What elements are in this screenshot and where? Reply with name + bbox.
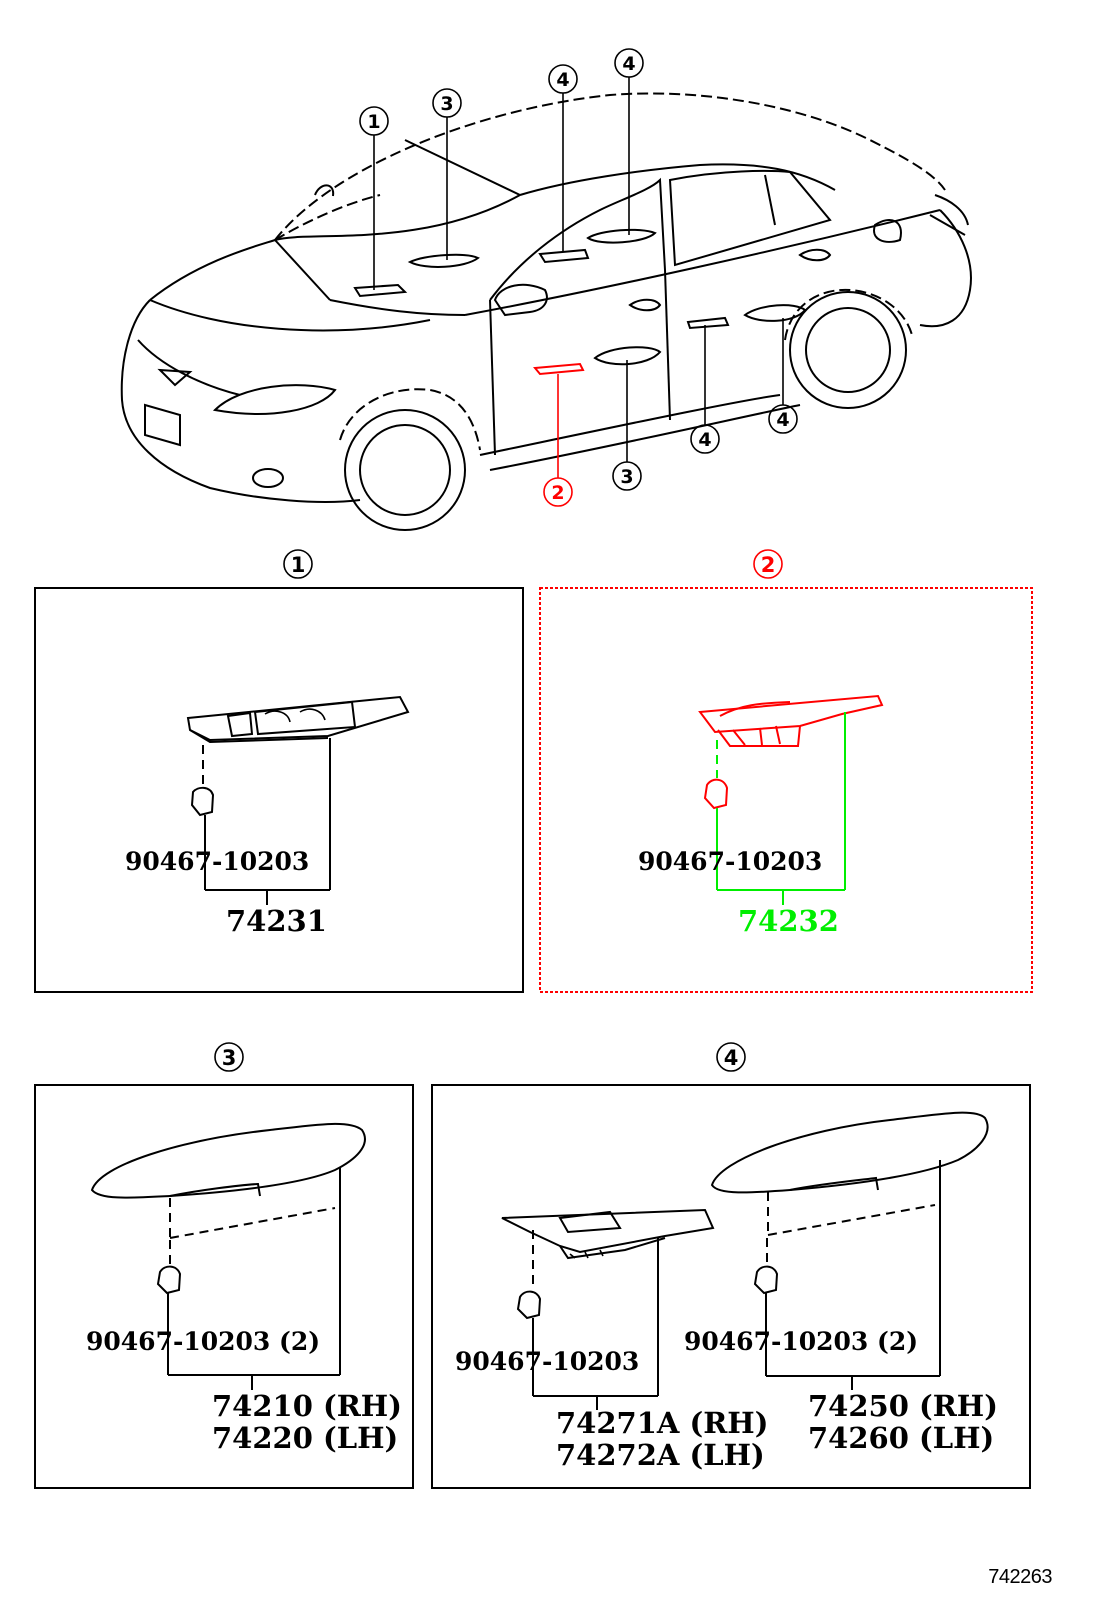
svg-text:2: 2 bbox=[551, 482, 564, 504]
callout-4-bottom-a[interactable]: 4 bbox=[690, 424, 720, 454]
panel-4-frame bbox=[431, 1084, 1031, 1489]
callout-4-top-b[interactable]: 4 bbox=[614, 48, 644, 78]
panel-4-assembly-b-part-number-rh[interactable]: 74250 (RH) bbox=[808, 1389, 998, 1423]
panel-4-assembly-a-part-number-lh[interactable]: 74272A (LH) bbox=[556, 1438, 765, 1472]
panel-4-clip-part-number-a[interactable]: 90467-10203 bbox=[455, 1347, 639, 1376]
panel-4-number: 4 bbox=[724, 1046, 739, 1070]
panel-2: 2 90467-10203 74232 bbox=[539, 549, 1033, 993]
panel-4-number-circle bbox=[716, 1042, 746, 1072]
panel-3-armrest-part[interactable] bbox=[90, 1122, 366, 1199]
panel-2-clip-part[interactable] bbox=[703, 778, 729, 810]
svg-text:4: 4 bbox=[776, 409, 789, 431]
panel-4-clip-part-b[interactable] bbox=[753, 1265, 779, 1295]
callout-3-bottom[interactable]: 3 bbox=[612, 461, 642, 491]
panel-1-number: 1 bbox=[291, 553, 306, 577]
panel-2-switch-bezel-part[interactable] bbox=[698, 694, 884, 747]
panel-1-clip-part-number[interactable]: 90467-10203 bbox=[125, 847, 309, 876]
panel-1: 1 90467-10203 74231 bbox=[34, 549, 524, 993]
panel-3-clip-part-number[interactable]: 90467-10203 (2) bbox=[86, 1327, 320, 1356]
panel-3-assembly-part-number-lh[interactable]: 74220 (LH) bbox=[212, 1421, 398, 1455]
panel-2-clip-part-number[interactable]: 90467-10203 bbox=[638, 847, 822, 876]
panel-4-clip-part-a[interactable] bbox=[516, 1290, 542, 1320]
panel-2-frame bbox=[539, 587, 1033, 993]
panel-3-number: 3 bbox=[222, 1046, 237, 1070]
car-overview-illustration bbox=[120, 77, 972, 531]
callout-4-top-a[interactable]: 4 bbox=[548, 64, 578, 94]
highlighted-part-2 bbox=[533, 362, 585, 376]
panel-3: 3 90467-10203 (2) 74210 (RH) 74220 (LH) bbox=[34, 1042, 414, 1489]
svg-text:3: 3 bbox=[620, 466, 633, 488]
panel-1-number-circle bbox=[283, 549, 313, 579]
panel-2-assembly-part-number[interactable]: 74232 bbox=[738, 904, 839, 938]
callout-1-top[interactable]: 1 bbox=[359, 106, 389, 136]
callout-2-bottom[interactable]: 2 bbox=[543, 477, 573, 507]
svg-text:4: 4 bbox=[556, 69, 569, 91]
panel-3-number-circle bbox=[214, 1042, 244, 1072]
panel-2-number-circle bbox=[753, 549, 783, 579]
panel-4: 4 90467-10203 74271A (RH) 74272A (LH) bbox=[431, 1042, 1031, 1489]
illustration-code: 742263 bbox=[988, 1566, 1052, 1588]
callout-4-bottom-b[interactable]: 4 bbox=[768, 404, 798, 434]
panel-1-clip-part[interactable] bbox=[190, 786, 215, 817]
panel-4-switch-panel-part[interactable] bbox=[501, 1208, 715, 1260]
svg-text:4: 4 bbox=[622, 53, 635, 75]
panel-1-assembly-part-number[interactable]: 74231 bbox=[226, 904, 327, 938]
panel-1-frame bbox=[34, 587, 524, 993]
svg-text:1: 1 bbox=[367, 111, 380, 133]
panel-4-assembly-a-part-number-rh[interactable]: 74271A (RH) bbox=[556, 1406, 768, 1440]
panel-3-assembly-part-number-rh[interactable]: 74210 (RH) bbox=[212, 1389, 402, 1423]
panel-4-clip-part-number-b[interactable]: 90467-10203 (2) bbox=[684, 1327, 918, 1356]
callout-3-top[interactable]: 3 bbox=[432, 88, 462, 118]
panel-2-number: 2 bbox=[761, 553, 776, 577]
panel-3-clip-part[interactable] bbox=[156, 1265, 182, 1295]
svg-text:3: 3 bbox=[440, 93, 453, 115]
svg-text:4: 4 bbox=[698, 429, 711, 451]
panel-4-assembly-b-part-number-lh[interactable]: 74260 (LH) bbox=[808, 1421, 994, 1455]
panel-1-switch-bezel-part[interactable] bbox=[186, 695, 410, 744]
panel-4-armrest-part[interactable] bbox=[710, 1111, 989, 1194]
panel-3-frame bbox=[34, 1084, 414, 1489]
